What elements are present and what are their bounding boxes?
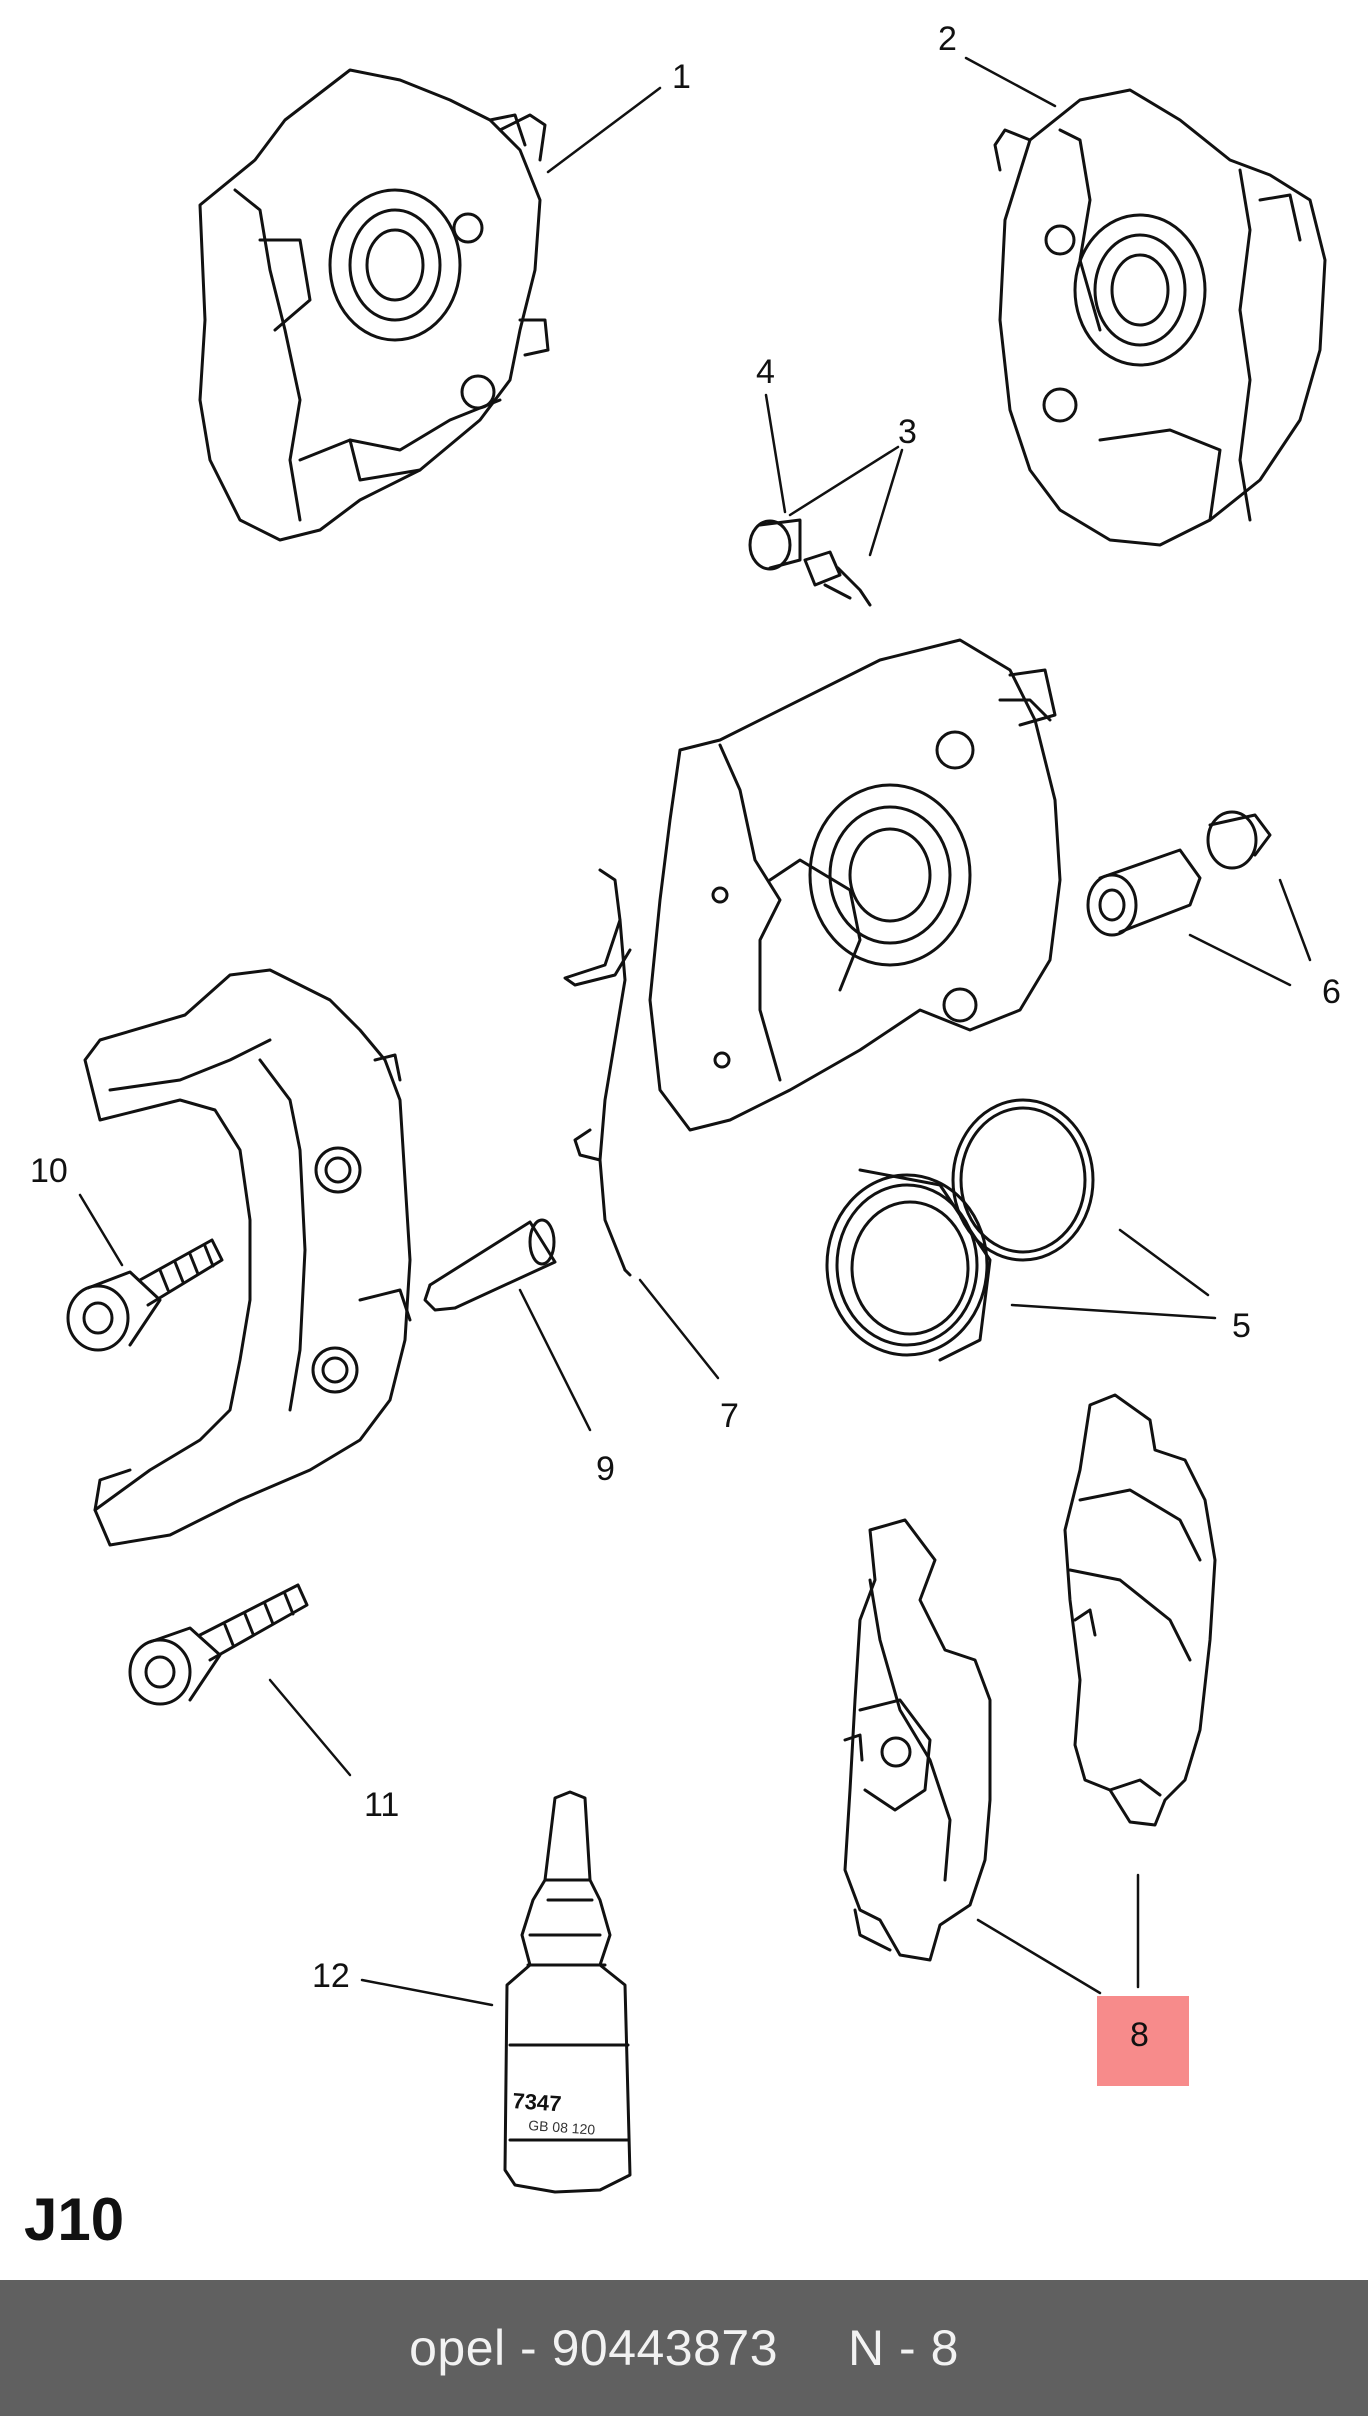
leader-2 — [964, 56, 1057, 108]
anti-rattle-spring — [563, 868, 632, 1277]
leader-1 — [546, 86, 662, 174]
caliper-body-center — [648, 638, 1062, 1132]
bottle-label-code: 7347 — [512, 2088, 563, 2116]
footer-part-number: 90443873 — [551, 2320, 779, 2376]
footer-separator: - — [520, 2320, 538, 2376]
guide-bushing-and-boot — [1086, 810, 1272, 937]
footer-item-ref: N - 8 — [848, 2320, 959, 2376]
callout-6: 6 — [1322, 973, 1341, 1011]
threadlocker-bottle — [503, 1790, 632, 2194]
caliper-carrier-bracket — [83, 968, 412, 1547]
leader-10 — [78, 1193, 124, 1267]
leader-11 — [268, 1678, 352, 1777]
bolt-lower — [128, 1583, 309, 1706]
leader-8a — [976, 1918, 1102, 1995]
callout-8-highlight — [1097, 1996, 1189, 2086]
callout-12: 12 — [312, 1957, 350, 1995]
diagram-code: J10 — [24, 2186, 125, 2253]
caliper-housing-right — [993, 88, 1327, 547]
footer-brand: opel — [409, 2320, 506, 2376]
callout-3: 3 — [898, 413, 917, 451]
bleed-screw-and-cap — [748, 518, 872, 607]
leader-6a — [1188, 933, 1292, 987]
callout-9: 9 — [596, 1450, 615, 1488]
callout-4: 4 — [756, 353, 775, 391]
callout-10: 10 — [30, 1152, 68, 1190]
leader-3a — [788, 445, 900, 517]
part-info-footer: opel - 90443873 N - 8 — [0, 2280, 1368, 2416]
brake-pad-inner — [843, 1518, 992, 1962]
leader-6b — [1278, 878, 1312, 962]
bolt-upper — [66, 1238, 224, 1352]
leader-5a — [1010, 1303, 1217, 1320]
callout-2: 2 — [938, 20, 957, 58]
leader-4 — [764, 393, 787, 514]
callout-8: 8 — [1130, 2016, 1149, 2054]
brake-pad-outer — [1063, 1393, 1217, 1827]
leader-9 — [518, 1288, 592, 1432]
leader-12 — [360, 1978, 494, 2007]
callout-5: 5 — [1232, 1307, 1251, 1345]
guide-pin — [423, 1218, 557, 1312]
caliper-housing-left — [198, 68, 550, 542]
leader-7 — [638, 1278, 720, 1380]
leader-5b — [1118, 1228, 1210, 1297]
bottle-label-subcode: GB 08 120 — [528, 2117, 596, 2138]
callout-1: 1 — [672, 58, 691, 96]
callout-7: 7 — [720, 1397, 739, 1435]
callout-11: 11 — [364, 1786, 399, 1824]
piston-and-seal — [825, 1098, 1095, 1362]
leader-3b — [868, 448, 904, 557]
